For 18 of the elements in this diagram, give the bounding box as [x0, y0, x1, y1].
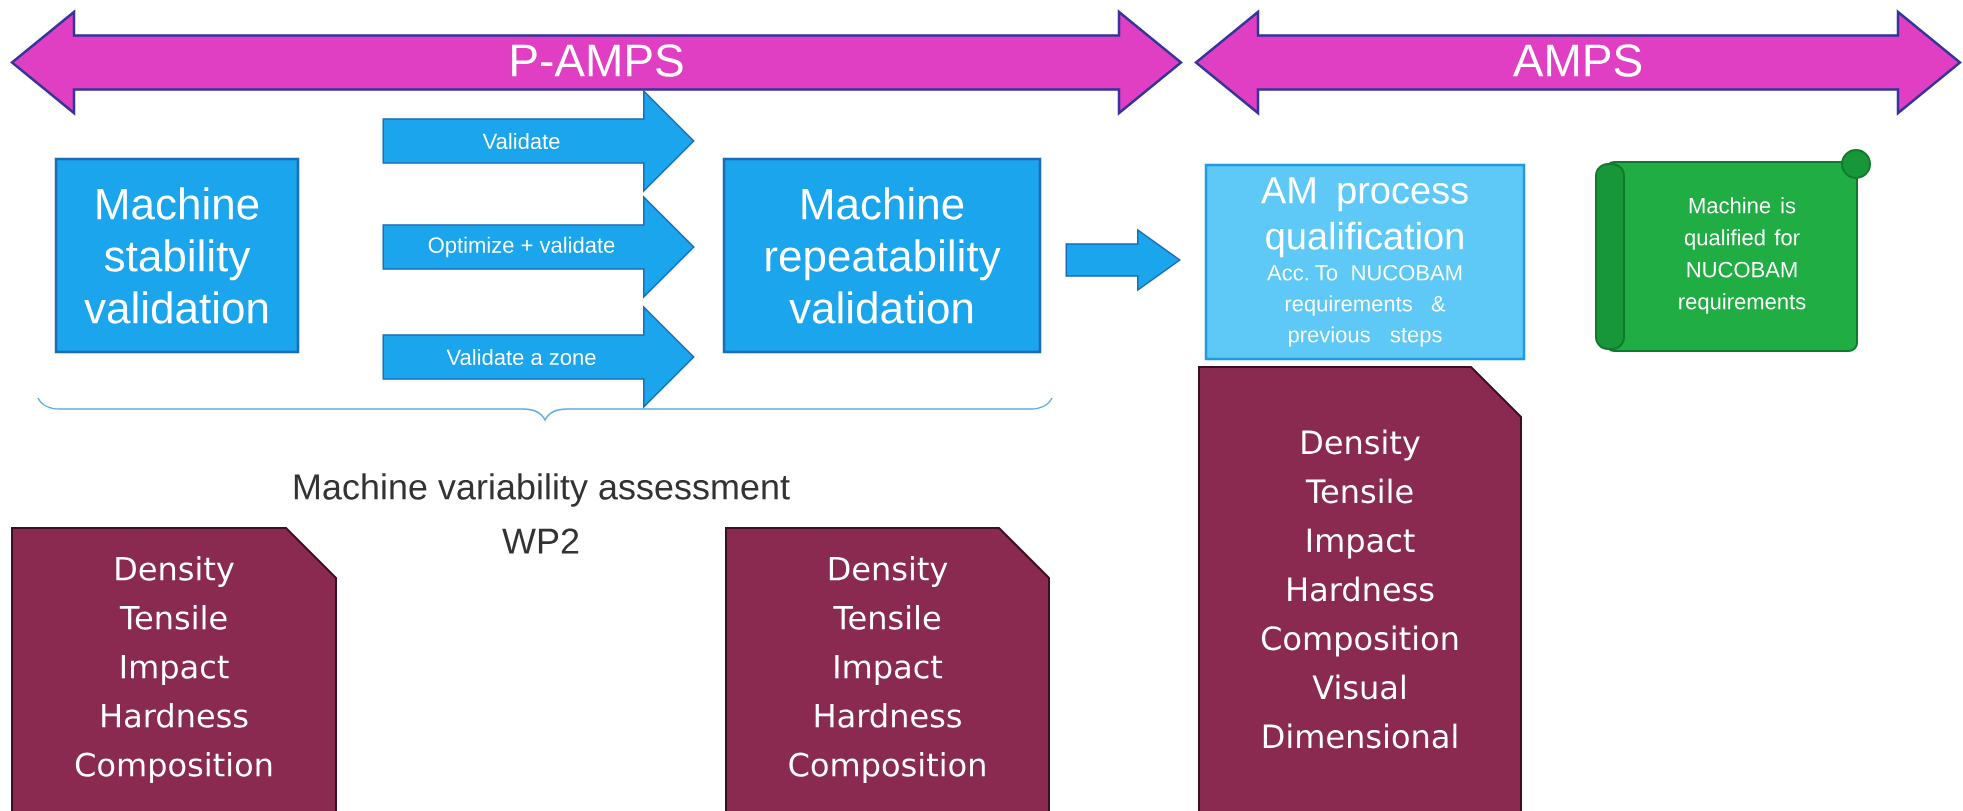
edge-label: Validate: [482, 132, 560, 150]
edge-label: Validate a zone: [446, 348, 596, 366]
double-arrow-band: P-AMPS: [10, 9, 1183, 116]
property-tag: Density Tensile Impact Hardness Composition Visual Dimensional: [1198, 366, 1522, 811]
double-arrow-band: AMPS: [1194, 9, 1962, 116]
block-arrow: [382, 305, 695, 409]
scroll: Machine is qualified for NUCOBAM requirements: [1595, 149, 1871, 352]
edge-label: Optimize + validate: [428, 236, 615, 258]
property-tag: Density Tensile Impact Hardness Composition: [11, 527, 337, 811]
caption-text: WP2: [502, 528, 579, 554]
caption-text: Machine variability assessment: [294, 473, 790, 507]
process-box: Machine repeatability validation: [722, 157, 1042, 354]
block-arrow: [382, 89, 695, 193]
property-tag: Density Tensile Impact Hardness Composition: [725, 527, 1050, 811]
process-box: AM process qualification Acc. To NUCOBAM requirements & previous steps: [1204, 163, 1526, 361]
process-box: Machine stability validation: [54, 157, 300, 354]
block-arrow: [382, 195, 695, 299]
block-arrow: [1065, 228, 1182, 292]
